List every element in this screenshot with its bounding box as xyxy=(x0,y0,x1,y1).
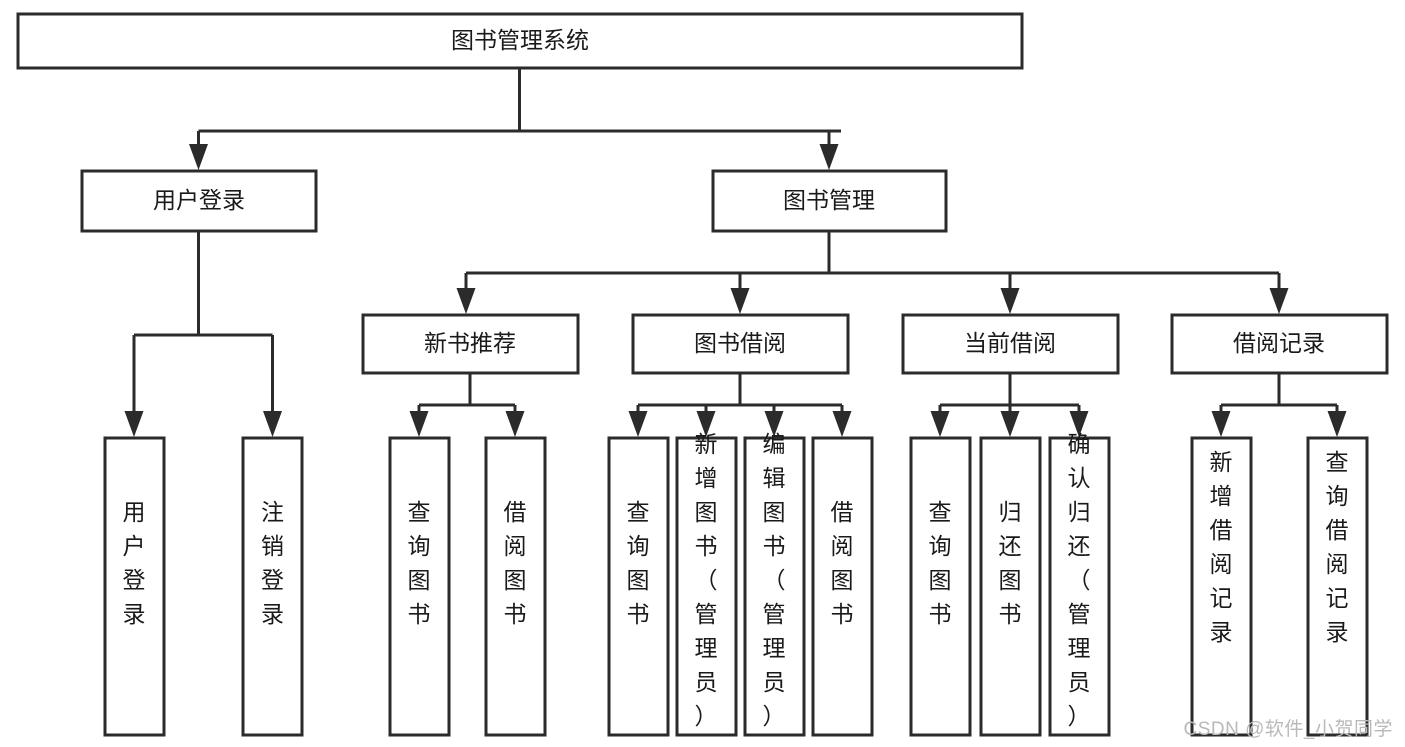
leaf-current-confirm-return-label: 确认归还（管理员） xyxy=(1068,431,1091,729)
arrow-head-current-query-book xyxy=(930,411,950,437)
node-current-borrow[interactable]: 当前借阅 xyxy=(901,313,1120,375)
book-management-box[interactable] xyxy=(711,169,948,233)
arrow-head-leaf-user-login xyxy=(124,411,144,437)
borrow-record-box[interactable] xyxy=(1170,313,1389,375)
current-borrow-box[interactable] xyxy=(901,313,1120,375)
leaf-borrow-query-book-label: 查询图书 xyxy=(627,499,650,627)
arrow-head-current-return-book xyxy=(1000,411,1020,437)
leaf-user-login-box[interactable] xyxy=(103,436,166,737)
leaf-current-return-book-box[interactable] xyxy=(979,436,1042,737)
leaf-recommend-query-book-label: 查询图书 xyxy=(408,499,431,627)
leaf-borrow-borrow-book-box[interactable] xyxy=(811,436,874,737)
leaf-recommend-borrow-book-box[interactable] xyxy=(484,436,547,737)
book-borrow-label: 图书借阅 xyxy=(694,330,786,356)
new-book-recommend-label: 新书推荐 xyxy=(424,330,516,356)
arrow-head-borrow-borrow-book xyxy=(832,411,852,437)
arrow-head-record-add xyxy=(1211,411,1231,437)
leaf-node-record-query[interactable]: 查询借阅记录 xyxy=(1306,436,1369,737)
leaf-node-recommend-query-book[interactable]: 查询图书 xyxy=(388,436,451,737)
leaf-current-confirm-return-box[interactable] xyxy=(1048,436,1111,737)
leaf-node-current-confirm-return[interactable]: 确认归还（管理员） xyxy=(1048,431,1111,737)
node-user-login[interactable]: 用户登录 xyxy=(80,169,318,233)
arrow-head-borrow-edit-book xyxy=(764,411,784,437)
arrow-head-recommend-query-book xyxy=(409,411,429,437)
leaf-borrow-add-book-box[interactable] xyxy=(675,436,738,737)
arrow-head-current-confirm-return xyxy=(1069,411,1089,437)
leaf-record-add-label: 新增借阅记录 xyxy=(1210,449,1233,645)
arrow-head-leaf-logout xyxy=(263,411,282,437)
leaf-borrow-edit-book-label: 编辑图书（管理员） xyxy=(763,431,786,729)
connectors-layer xyxy=(124,68,1347,437)
node-new-book-recommend[interactable]: 新书推荐 xyxy=(361,313,580,375)
arrow-head-new-book-recommend xyxy=(456,288,476,314)
node-borrow-record[interactable]: 借阅记录 xyxy=(1170,313,1389,375)
node-book-management[interactable]: 图书管理 xyxy=(711,169,948,233)
arrow-head-borrow-record xyxy=(1269,288,1289,314)
arrow-head-current-borrow xyxy=(1000,288,1020,314)
leaf-current-return-book-label: 归还图书 xyxy=(999,499,1022,627)
leaf-current-query-book-label: 查询图书 xyxy=(929,499,952,627)
new-book-recommend-box[interactable] xyxy=(361,313,580,375)
leaf-node-user-login[interactable]: 用户登录 xyxy=(103,436,166,737)
leaf-recommend-borrow-book-label: 借阅图书 xyxy=(504,499,527,627)
arrow-head-borrow-query-book xyxy=(628,411,648,437)
leaf-node-borrow-add-book[interactable]: 新增图书（管理员） xyxy=(675,431,738,737)
leaf-record-query-box[interactable] xyxy=(1306,436,1369,737)
arrow-head-record-query xyxy=(1327,411,1347,437)
arrow-head-borrow-add-book xyxy=(696,411,716,437)
node-book-borrow[interactable]: 图书借阅 xyxy=(631,313,850,375)
borrow-record-label: 借阅记录 xyxy=(1233,330,1325,356)
arrow-head-user-login xyxy=(189,144,208,170)
leaf-record-query-label: 查询借阅记录 xyxy=(1326,449,1349,645)
leaf-record-add-box[interactable] xyxy=(1190,436,1253,737)
leaf-current-query-book-box[interactable] xyxy=(909,436,972,737)
leaf-logout-box[interactable] xyxy=(241,436,304,737)
leaf-node-logout[interactable]: 注销登录 xyxy=(241,436,304,737)
user-login-box[interactable] xyxy=(80,169,318,233)
leaf-node-borrow-borrow-book[interactable]: 借阅图书 xyxy=(811,436,874,737)
leaf-node-record-add[interactable]: 新增借阅记录 xyxy=(1190,436,1253,737)
root-label: 图书管理系统 xyxy=(451,27,589,53)
arrow-head-book-borrow xyxy=(730,288,750,314)
user-login-label: 用户登录 xyxy=(153,187,245,213)
leaf-borrow-add-book-label: 新增图书（管理员） xyxy=(695,431,718,729)
book-borrow-box[interactable] xyxy=(631,313,850,375)
book-management-label: 图书管理 xyxy=(783,187,875,213)
leaf-logout-label: 注销登录 xyxy=(261,499,284,627)
leaf-borrow-borrow-book-label: 借阅图书 xyxy=(831,499,854,627)
leaf-node-current-return-book[interactable]: 归还图书 xyxy=(979,436,1042,737)
current-borrow-label: 当前借阅 xyxy=(964,330,1056,356)
leaf-user-login-label: 用户登录 xyxy=(123,499,146,627)
node-root-system[interactable]: 图书管理系统 xyxy=(16,12,1024,70)
arrow-head-recommend-borrow-book xyxy=(505,411,525,437)
leaf-node-borrow-query-book[interactable]: 查询图书 xyxy=(607,436,670,737)
leaf-borrow-query-book-box[interactable] xyxy=(607,436,670,737)
leaf-node-recommend-borrow-book[interactable]: 借阅图书 xyxy=(484,436,547,737)
leaf-recommend-query-book-box[interactable] xyxy=(388,436,451,737)
leaf-node-current-query-book[interactable]: 查询图书 xyxy=(909,436,972,737)
leaf-borrow-edit-book-box[interactable] xyxy=(743,436,806,737)
arrow-head-book-mgmt xyxy=(819,144,839,170)
root-box[interactable] xyxy=(16,12,1024,70)
leaf-node-borrow-edit-book[interactable]: 编辑图书（管理员） xyxy=(743,431,806,737)
